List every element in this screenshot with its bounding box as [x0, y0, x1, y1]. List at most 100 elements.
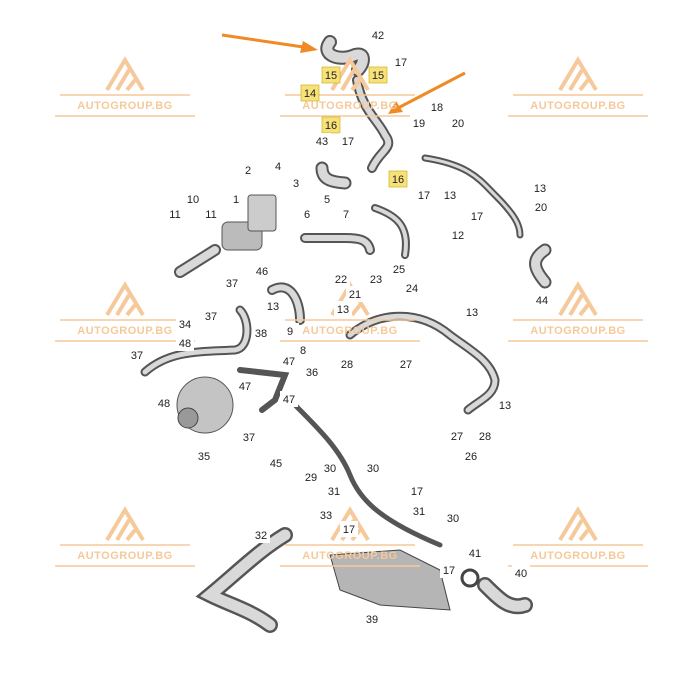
part-label-28[interactable]: 28 [476, 428, 494, 444]
part-label-12[interactable]: 12 [449, 227, 467, 243]
part-label-41[interactable]: 41 [466, 545, 484, 561]
part-label-8[interactable]: 8 [294, 342, 312, 358]
part-label-10[interactable]: 10 [184, 191, 202, 207]
svg-text:4: 4 [275, 161, 281, 173]
part-label-13[interactable]: 13 [334, 301, 352, 317]
part-label-40[interactable]: 40 [512, 565, 530, 581]
part-label-15[interactable]: 15 [321, 66, 341, 84]
part-label-31[interactable]: 31 [325, 483, 343, 499]
part-label-47[interactable]: 47 [236, 378, 254, 394]
part-label-37[interactable]: 37 [240, 429, 258, 445]
svg-text:39: 39 [366, 614, 378, 626]
part-label-28[interactable]: 28 [338, 356, 356, 372]
part-label-13[interactable]: 13 [496, 397, 514, 413]
part-label-47[interactable]: 47 [280, 353, 298, 369]
part-label-5[interactable]: 5 [318, 191, 336, 207]
part-label-11[interactable]: 11 [166, 206, 184, 222]
part-label-17[interactable]: 17 [339, 133, 357, 149]
part-label-22[interactable]: 22 [332, 271, 350, 287]
part-label-21[interactable]: 21 [346, 286, 364, 302]
part-label-35[interactable]: 35 [195, 448, 213, 464]
svg-text:20: 20 [535, 202, 547, 214]
part-label-9[interactable]: 9 [281, 323, 299, 339]
part-label-42[interactable]: 42 [369, 27, 387, 43]
part-label-11[interactable]: 11 [202, 206, 220, 222]
part-label-2[interactable]: 2 [239, 162, 257, 178]
part-label-19[interactable]: 19 [410, 115, 428, 131]
svg-text:3: 3 [293, 178, 299, 190]
part-label-13[interactable]: 13 [441, 187, 459, 203]
svg-text:28: 28 [479, 431, 491, 443]
svg-text:13: 13 [499, 400, 511, 412]
part-label-31[interactable]: 31 [410, 503, 428, 519]
part-label-37[interactable]: 37 [128, 347, 146, 363]
svg-text:18: 18 [431, 102, 443, 114]
part-label-17[interactable]: 17 [415, 187, 433, 203]
part-label-17[interactable]: 17 [392, 54, 410, 70]
part-label-27[interactable]: 27 [448, 428, 466, 444]
watermark-text: AUTOGROUP.BG [77, 325, 172, 337]
svg-text:1: 1 [233, 194, 239, 206]
svg-text:11: 11 [169, 209, 180, 221]
part-label-14[interactable]: 14 [300, 84, 320, 102]
svg-text:48: 48 [158, 398, 170, 410]
part-label-13[interactable]: 13 [463, 304, 481, 320]
part-label-24[interactable]: 24 [403, 280, 421, 296]
part-label-48[interactable]: 48 [155, 395, 173, 411]
part-label-29[interactable]: 29 [302, 469, 320, 485]
part-label-3[interactable]: 3 [287, 175, 305, 191]
part-label-26[interactable]: 26 [462, 448, 480, 464]
part-label-33[interactable]: 33 [317, 507, 335, 523]
part-label-34[interactable]: 34 [176, 316, 194, 332]
part-label-13[interactable]: 13 [531, 180, 549, 196]
svg-text:45: 45 [270, 458, 282, 470]
part-label-23[interactable]: 23 [367, 271, 385, 287]
svg-text:9: 9 [287, 326, 293, 338]
svg-text:38: 38 [255, 328, 267, 340]
part-label-44[interactable]: 44 [533, 292, 551, 308]
part-label-37[interactable]: 37 [202, 308, 220, 324]
part-label-37[interactable]: 37 [223, 275, 241, 291]
part-label-43[interactable]: 43 [313, 133, 331, 149]
part-label-6[interactable]: 6 [298, 206, 316, 222]
part-label-20[interactable]: 20 [449, 115, 467, 131]
part-label-38[interactable]: 38 [252, 325, 270, 341]
svg-text:47: 47 [239, 381, 251, 393]
svg-text:15: 15 [325, 70, 337, 82]
part-label-4[interactable]: 4 [269, 158, 287, 174]
part-label-32[interactable]: 32 [252, 527, 270, 543]
part-label-13[interactable]: 13 [264, 298, 282, 314]
part-label-15[interactable]: 15 [368, 66, 388, 84]
part-label-48[interactable]: 48 [176, 335, 194, 351]
part-label-27[interactable]: 27 [397, 356, 415, 372]
part-label-16[interactable]: 16 [321, 116, 341, 134]
part-label-36[interactable]: 36 [303, 364, 321, 380]
part-label-17[interactable]: 17 [468, 208, 486, 224]
part-label-1[interactable]: 1 [227, 191, 245, 207]
part-label-45[interactable]: 45 [267, 455, 285, 471]
part-label-16[interactable]: 16 [388, 170, 408, 188]
svg-text:37: 37 [205, 311, 217, 323]
part-label-17[interactable]: 17 [340, 521, 358, 537]
svg-text:24: 24 [406, 283, 418, 295]
part-label-18[interactable]: 18 [428, 99, 446, 115]
svg-text:7: 7 [343, 209, 349, 221]
svg-text:37: 37 [243, 432, 255, 444]
part-label-30[interactable]: 30 [444, 510, 462, 526]
part-label-17[interactable]: 17 [408, 483, 426, 499]
part-label-25[interactable]: 25 [390, 261, 408, 277]
svg-text:42: 42 [372, 30, 384, 42]
part-label-47[interactable]: 47 [280, 391, 298, 407]
part-label-46[interactable]: 46 [253, 263, 271, 279]
part-label-7[interactable]: 7 [337, 206, 355, 222]
part-label-30[interactable]: 30 [321, 460, 339, 476]
svg-text:47: 47 [283, 356, 295, 368]
part-label-20[interactable]: 20 [532, 199, 550, 215]
part-label-39[interactable]: 39 [363, 611, 381, 627]
part-label-30[interactable]: 30 [364, 460, 382, 476]
svg-text:37: 37 [226, 278, 238, 290]
part-label-17[interactable]: 17 [440, 562, 458, 578]
